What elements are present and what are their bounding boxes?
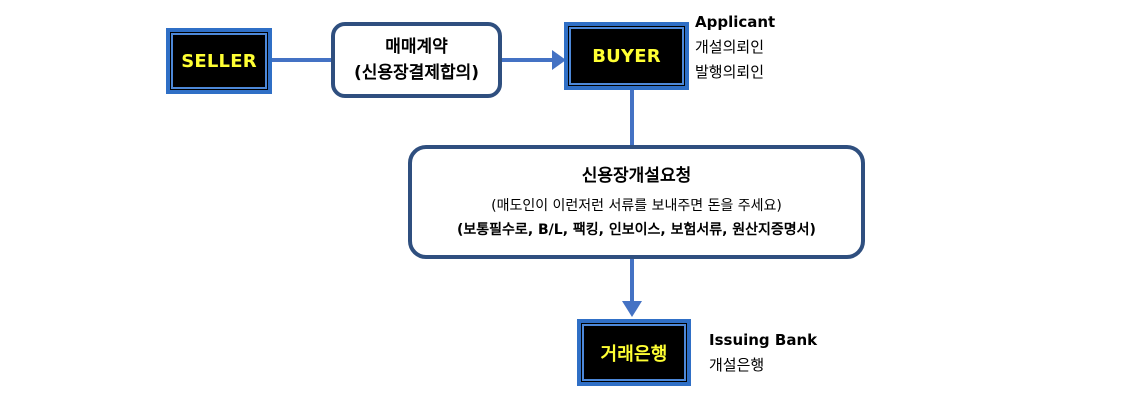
- bank-note-en: Issuing Bank: [709, 331, 818, 349]
- lc-request-box: 신용장개설요청 (매도인이 이런저런 서류를 보내주면 돈을 주세요) (보통필…: [408, 145, 865, 259]
- contract-line1: 매매계약: [385, 37, 448, 57]
- buyer-note-ko1: 개설의뢰인: [695, 38, 765, 56]
- seller-label: SELLER: [181, 50, 257, 72]
- contract-line2: (신용장결제합의): [353, 63, 480, 83]
- contract-box: 매매계약 (신용장결제합의): [331, 22, 502, 98]
- seller-box: SELLER: [166, 28, 272, 94]
- lc-request-line2: (보통필수로, B/L, 팩킹, 인보이스, 보험서류, 원산지증명서): [457, 222, 816, 238]
- buyer-note: Applicant 개설의뢰인 발행의뢰인: [695, 10, 775, 85]
- arrowhead-contract-buyer: [552, 50, 566, 70]
- bank-label: 거래은행: [600, 343, 668, 365]
- lc-request-title: 신용장개설요청: [581, 166, 692, 186]
- buyer-label: BUYER: [592, 45, 661, 67]
- bank-note-ko: 개설은행: [709, 356, 765, 374]
- buyer-note-en: Applicant: [695, 13, 776, 31]
- buyer-box: BUYER: [564, 22, 689, 90]
- lc-request-line1: (매도인이 이런저런 서류를 보내주면 돈을 주세요): [491, 198, 782, 214]
- bank-note: Issuing Bank 개설은행: [709, 328, 817, 378]
- arrowhead-request-bank: [622, 301, 642, 317]
- bank-box: 거래은행: [577, 319, 691, 386]
- buyer-note-ko2: 발행의뢰인: [695, 63, 765, 81]
